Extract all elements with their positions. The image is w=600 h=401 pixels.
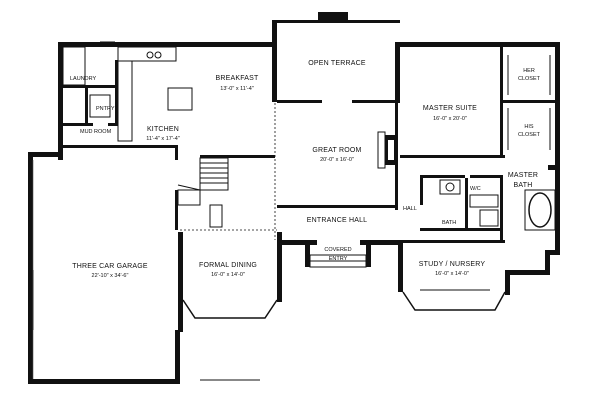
label-entrance-hall: ENTRANCE HALL bbox=[307, 217, 368, 224]
label-bath: BATH bbox=[442, 220, 456, 226]
label-covered-entry-2: ENTRY bbox=[329, 256, 348, 262]
label-pantry: PNTRY bbox=[96, 106, 115, 112]
label-three-car-garage: THREE CAR GARAGE bbox=[72, 263, 148, 270]
label-great-room: GREAT ROOM bbox=[312, 147, 361, 154]
dim-kitchen: 11'-4" x 17'-4" bbox=[146, 136, 179, 142]
exterior-walls bbox=[28, 12, 560, 384]
dim-master-suite: 16'-0" x 20'-0" bbox=[433, 116, 467, 122]
label-wc: W/C bbox=[470, 186, 481, 192]
windows bbox=[29, 41, 558, 381]
fireplace bbox=[377, 131, 397, 169]
dim-formal-dining: 16'-0" x 14'-0" bbox=[211, 272, 245, 278]
label-her-closet-1: HER bbox=[523, 68, 535, 74]
openings bbox=[180, 103, 277, 240]
dining-bay bbox=[182, 299, 278, 319]
staircase bbox=[177, 157, 229, 228]
label-her-closet-2: CLOSET bbox=[518, 76, 541, 82]
label-mud-room: MUD ROOM bbox=[80, 129, 112, 135]
dim-breakfast: 13'-0" x 11'-4" bbox=[220, 86, 253, 92]
entry-steps bbox=[309, 254, 367, 268]
label-study-nursery: STUDY / NURSERY bbox=[419, 261, 486, 268]
label-his-closet-2: CLOSET bbox=[518, 132, 541, 138]
dim-study-nursery: 16'-0" x 14'-0" bbox=[435, 271, 469, 277]
bath-fixtures bbox=[439, 179, 556, 231]
label-covered-entry-1: COVERED bbox=[324, 247, 351, 253]
study-bay bbox=[402, 291, 506, 311]
label-master-bath-1: MASTER bbox=[508, 172, 538, 179]
closet-shelves bbox=[507, 55, 551, 150]
label-laundry: LAUNDRY bbox=[70, 76, 97, 82]
label-master-suite: MASTER SUITE bbox=[423, 105, 477, 112]
label-kitchen: KITCHEN bbox=[147, 126, 179, 133]
label-breakfast: BREAKFAST bbox=[215, 75, 259, 82]
label-formal-dining: FORMAL DINING bbox=[199, 262, 257, 269]
label-master-bath-2: BATH bbox=[514, 182, 533, 189]
label-his-closet-1: HIS bbox=[524, 124, 534, 130]
label-open-terrace: OPEN TERRACE bbox=[308, 60, 366, 67]
label-hall: HALL bbox=[403, 206, 417, 212]
interior-walls bbox=[63, 47, 555, 243]
dim-three-car-garage: 22'-10" x 34'-6" bbox=[92, 273, 129, 279]
kitchen-fixtures bbox=[62, 46, 193, 142]
dim-great-room: 20'-0" x 16'-0" bbox=[320, 157, 354, 163]
